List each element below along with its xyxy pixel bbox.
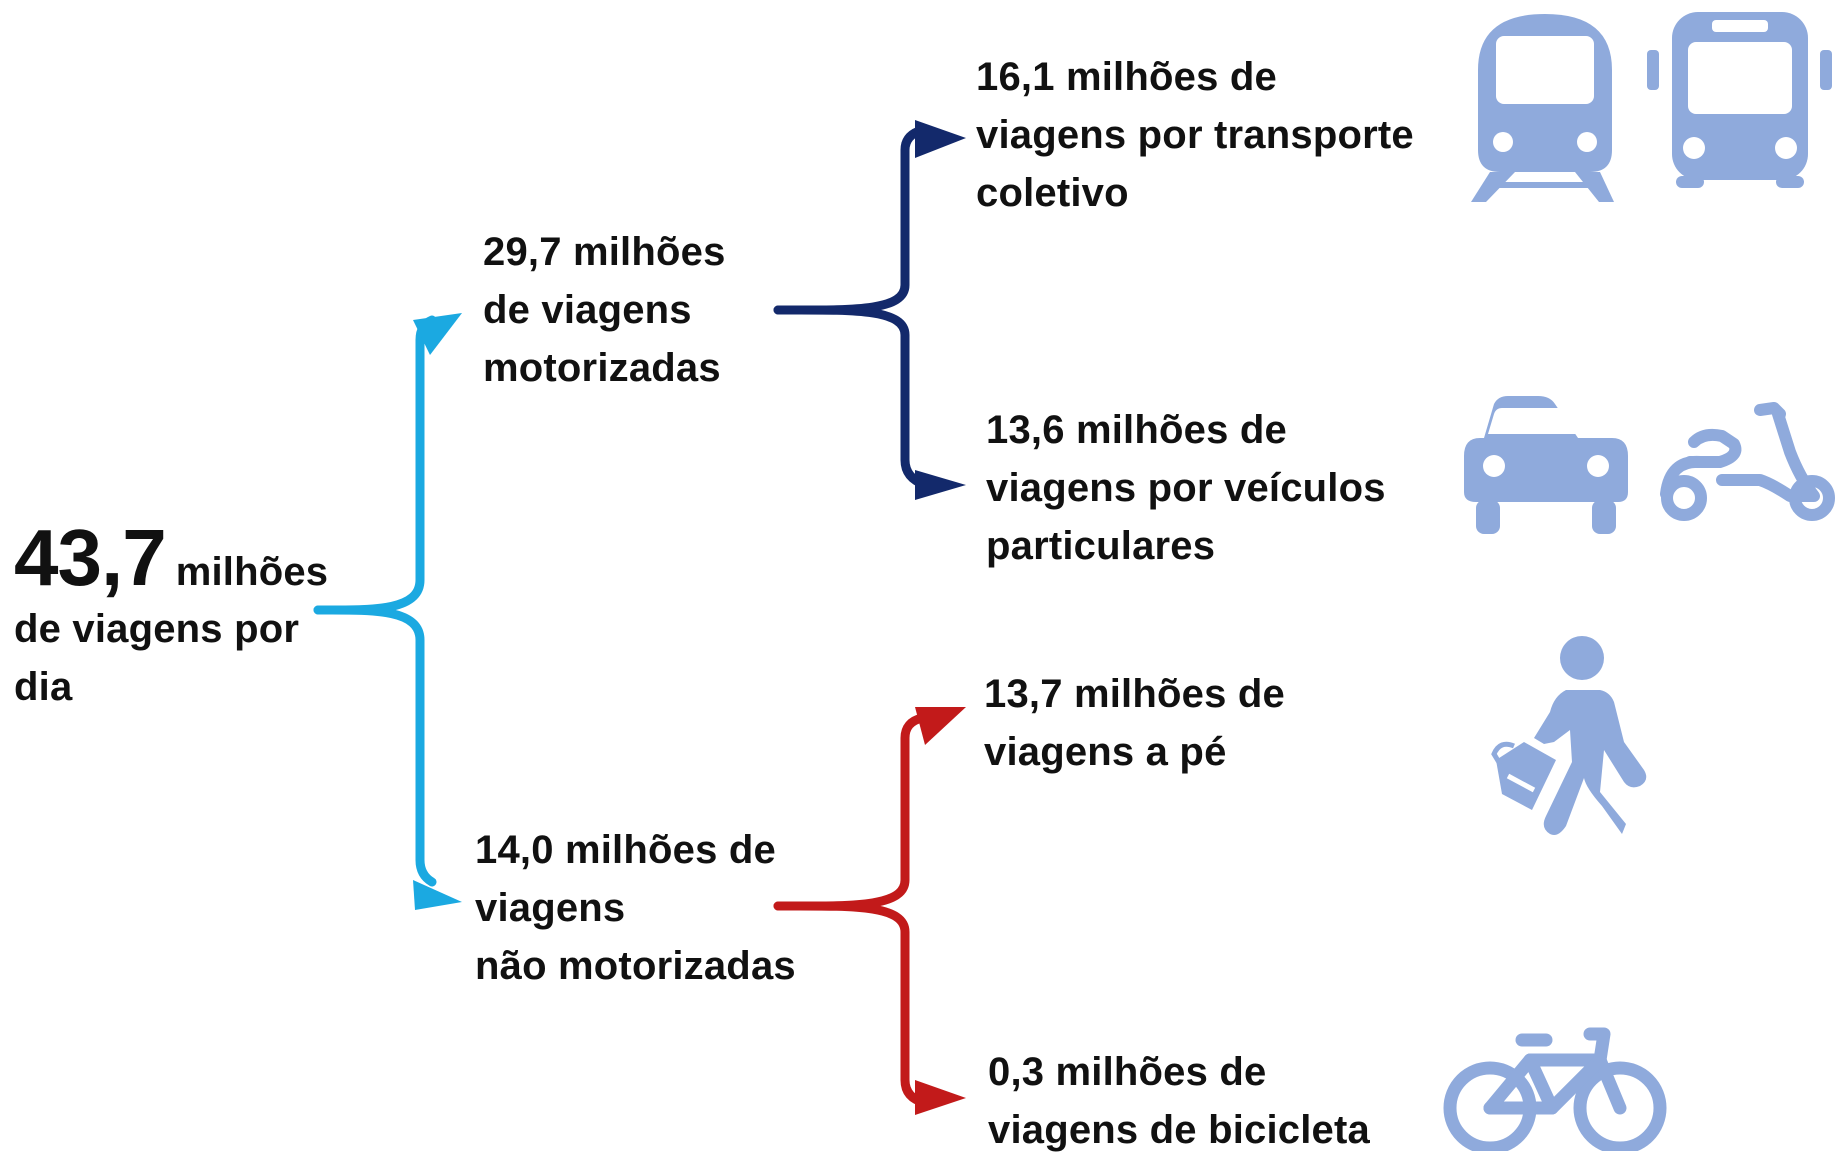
bus-icon [1647,12,1832,188]
motorized-line-3: motorizadas [483,346,721,390]
bicycle-trips-label: 0,3 milhões de viagens de bicicleta [988,1043,1370,1159]
walking-trips-label: 13,7 milhões de viagens a pé [984,665,1285,781]
bicycle-icon [1443,1027,1667,1151]
bike-line-1: 0,3 milhões de [988,1050,1267,1094]
private-line-2: viagens por veículos [986,466,1386,510]
public-transport-trips-label: 16,1 milhões de viagens por transporte c… [976,48,1414,222]
total-trips-value: 43,7 [14,513,167,602]
non-motorized-line-3: não motorizadas [475,944,796,988]
total-trips-line-2: dia [14,665,73,709]
private-line-3: particulares [986,524,1216,568]
train-icon [1471,14,1614,202]
total-trips-unit: milhões [175,550,329,594]
transit-line-1: 16,1 milhões de [976,55,1277,99]
total-trips-line-1: de viagens por [14,607,300,651]
non-motorized-line-1: 14,0 milhões de [475,828,776,872]
motorized-trips-label: 29,7 milhões de viagens motorizadas [483,223,726,397]
root-bracket [313,315,437,887]
root-arrow-up [413,313,462,355]
motorized-arrow-up [915,120,966,158]
private-vehicle-trips-label: 13,6 milhões de viagens por veículos par… [986,401,1386,575]
walk-line-1: 13,7 milhões de [984,672,1285,716]
transit-line-3: coletivo [976,171,1129,215]
motorized-line-2: de viagens [483,288,692,332]
car-icon [1464,396,1628,534]
private-line-1: 13,6 milhões de [986,408,1287,452]
root-bracket-lower-path [313,605,437,887]
non-motorized-arrow-down [915,1080,966,1115]
walk-line-2: viagens a pé [984,730,1227,774]
root-arrow-down [413,880,462,910]
bike-line-2: viagens de bicicleta [988,1108,1370,1152]
motorized-bracket [773,125,930,490]
scooter-icon [1660,402,1835,521]
motorized-arrow-down [915,470,966,500]
motorized-line-1: 29,7 milhões [483,230,726,274]
non-motorized-arrow-up [915,707,966,745]
root-bracket-path [313,315,437,615]
non-motorized-trips-label: 14,0 milhões de viagens não motorizadas [475,821,796,995]
non-motorized-bracket [773,713,930,1108]
non-motorized-line-2: viagens [475,886,626,930]
transit-line-2: viagens por transporte [976,113,1414,157]
pedestrian-icon [1491,636,1647,835]
